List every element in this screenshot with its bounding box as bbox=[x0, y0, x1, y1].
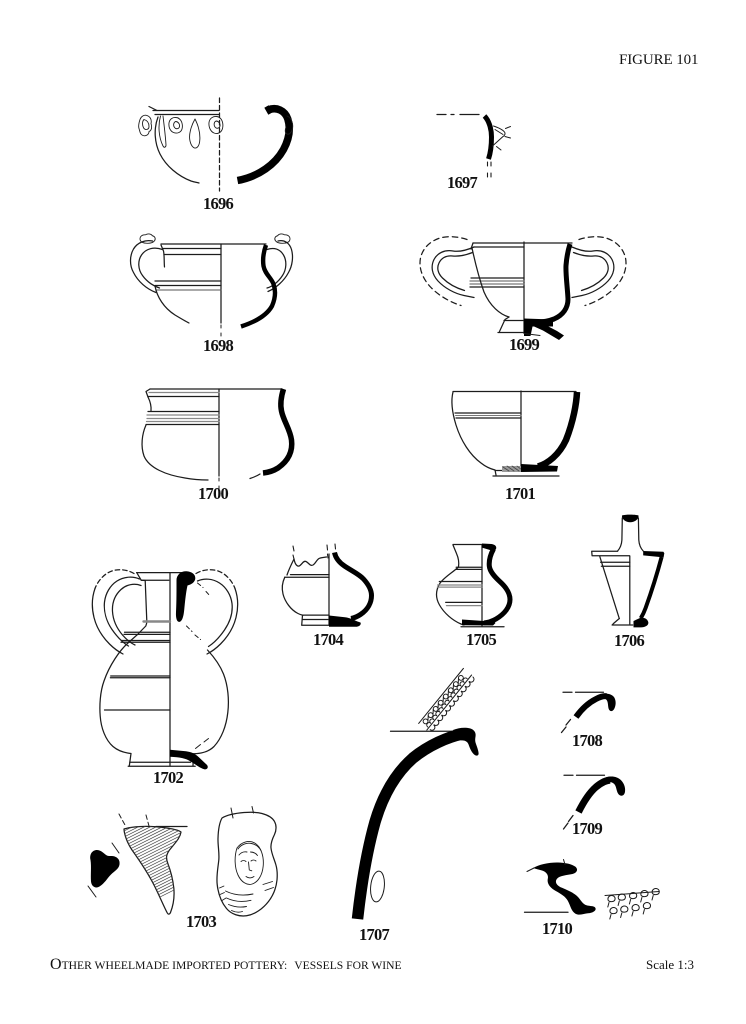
svg-text:OTHER WHEELMADE IMPORTED POTTE: OTHER WHEELMADE IMPORTED POTTERY:VESSELS… bbox=[50, 956, 402, 973]
svg-text:1701: 1701 bbox=[505, 484, 536, 503]
svg-text:1699: 1699 bbox=[509, 335, 540, 354]
svg-text:1697: 1697 bbox=[447, 173, 478, 192]
svg-text:1705: 1705 bbox=[466, 630, 497, 649]
svg-text:1698: 1698 bbox=[203, 336, 234, 355]
svg-text:1703: 1703 bbox=[186, 912, 217, 931]
svg-text:1696: 1696 bbox=[203, 194, 234, 213]
svg-text:1708: 1708 bbox=[572, 731, 603, 750]
svg-text:1707: 1707 bbox=[359, 925, 390, 944]
svg-text:1704: 1704 bbox=[313, 630, 344, 649]
svg-text:1702: 1702 bbox=[153, 768, 184, 787]
svg-text:1700: 1700 bbox=[198, 484, 229, 503]
svg-text:FIGURE 101: FIGURE 101 bbox=[619, 52, 698, 68]
svg-text:1706: 1706 bbox=[614, 631, 645, 650]
svg-text:1709: 1709 bbox=[572, 819, 603, 838]
svg-text:1710: 1710 bbox=[542, 919, 573, 938]
svg-text:Scale 1:3: Scale 1:3 bbox=[646, 957, 694, 972]
